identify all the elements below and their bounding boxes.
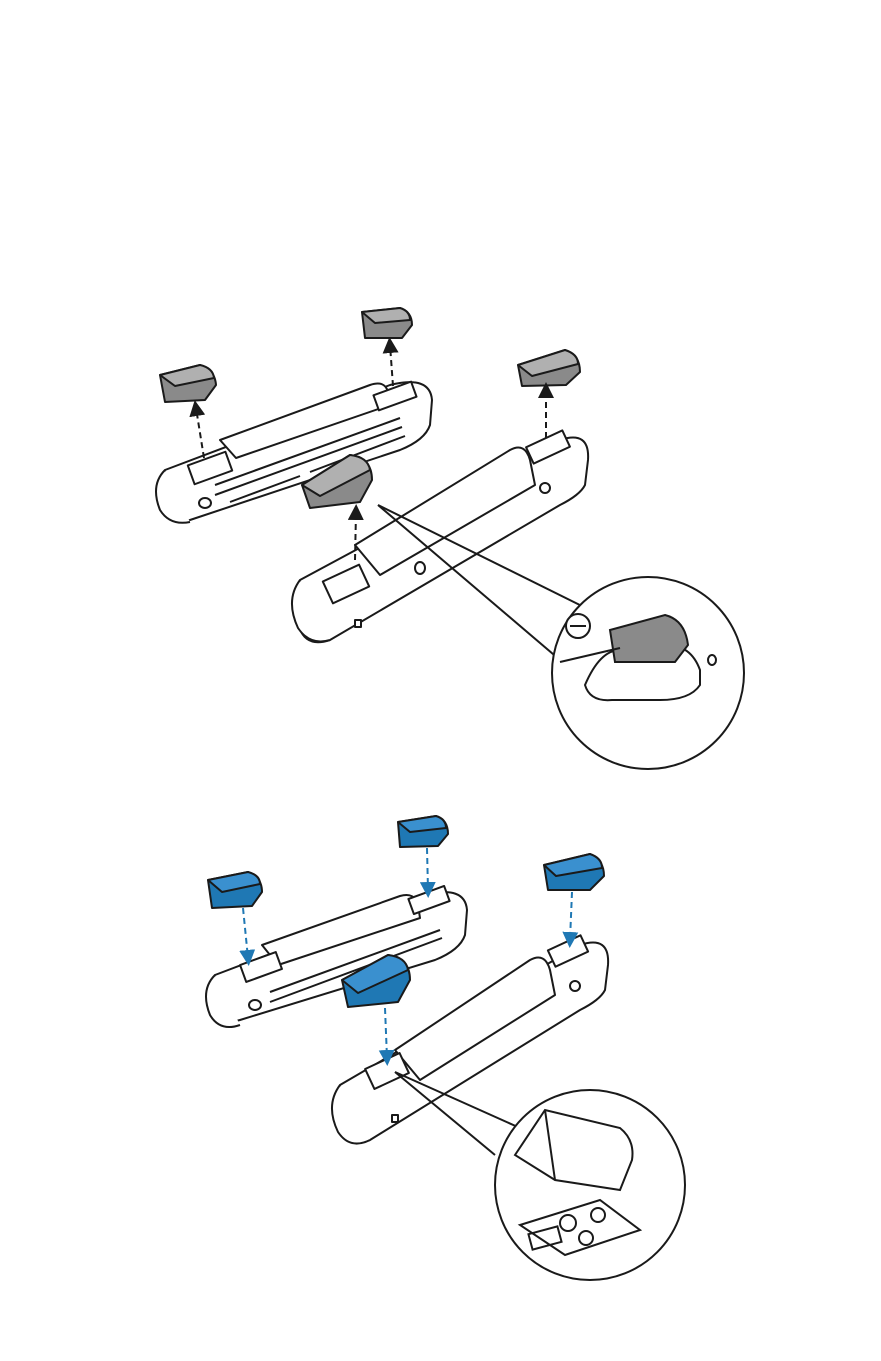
install-callout (395, 1072, 685, 1280)
install-panel (0, 810, 881, 1290)
removal-panel (0, 290, 881, 780)
right-rail-mark (355, 620, 361, 627)
left-rail (156, 382, 432, 523)
install-illustration (0, 810, 881, 1290)
removal-illustration (0, 290, 881, 780)
left-rail-screw (199, 498, 211, 508)
right-rail-peg (415, 562, 425, 574)
